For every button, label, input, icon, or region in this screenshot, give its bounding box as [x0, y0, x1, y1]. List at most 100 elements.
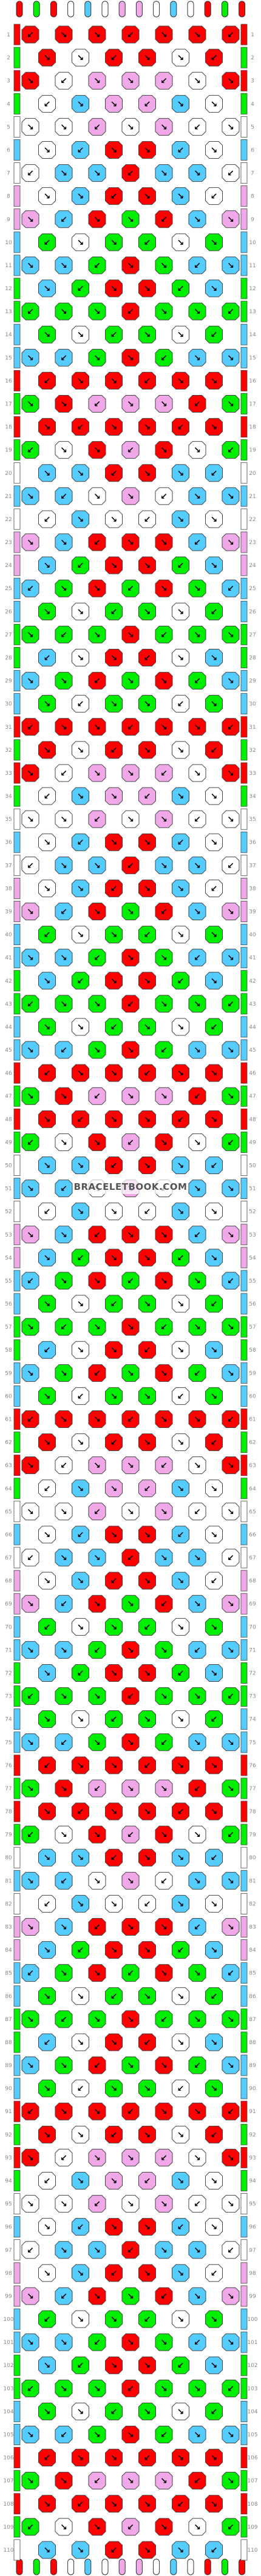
knot	[88, 2241, 106, 2259]
row-number-right: 19	[249, 448, 256, 454]
knot	[21, 810, 39, 828]
knot-arrow-icon: ↘	[93, 1830, 101, 1840]
knot	[121, 764, 140, 782]
knot	[105, 48, 123, 67]
knot	[105, 1618, 123, 1636]
knot	[205, 1664, 223, 1682]
knot-arrow-icon: ↘	[144, 1253, 151, 1263]
knot	[38, 1341, 56, 1359]
knot-arrow-icon: ↘	[211, 1761, 218, 1771]
knot	[88, 1041, 106, 1059]
knot-arrow-icon: ↘	[93, 1046, 101, 1055]
knot-arrow-icon: ↘	[144, 284, 151, 294]
knot-arrow-icon: ↙	[160, 2153, 168, 2163]
knot	[38, 649, 56, 666]
knot-arrow-icon: ↙	[211, 746, 218, 755]
knot	[188, 672, 206, 690]
knot	[155, 2379, 173, 2397]
knot	[172, 141, 189, 159]
knot-arrow-icon: ↘	[194, 353, 201, 363]
row-number-right: 77	[249, 1786, 256, 1792]
knot	[138, 2264, 156, 2282]
knot-arrow-icon: ↙	[211, 884, 218, 894]
knot	[88, 1456, 106, 1475]
knot-arrow-icon: ↙	[110, 192, 118, 202]
knot	[138, 2218, 156, 2236]
knot	[188, 71, 206, 90]
knot	[21, 995, 39, 1013]
knot-arrow-icon: ↙	[60, 1323, 67, 1332]
knot-arrow-icon: ↙	[127, 1969, 134, 1979]
row-number-right: 74	[249, 1717, 256, 1723]
knot	[38, 2449, 56, 2467]
knot	[121, 1502, 140, 1521]
knot	[172, 1618, 189, 1636]
edge-strand-right	[240, 462, 248, 484]
knot	[155, 2472, 173, 2490]
knot-arrow-icon: ↘	[160, 1645, 168, 1655]
knot	[105, 787, 123, 805]
knot-arrow-icon: ↘	[227, 1369, 234, 1378]
knot-arrow-icon: ↘	[144, 1438, 151, 1448]
knot-arrow-icon: ↙	[110, 2269, 118, 2279]
knot	[38, 695, 56, 713]
knot	[88, 210, 106, 228]
row-number-left: 42	[5, 978, 12, 984]
knot	[172, 2079, 189, 2097]
knot-arrow-icon: ↘	[160, 1230, 168, 1240]
knot	[21, 579, 39, 597]
row-number-right: 15	[249, 355, 256, 361]
knot	[38, 1525, 56, 1544]
edge-strand-right	[240, 2170, 248, 2191]
edge-strand-left	[13, 924, 21, 946]
edge-strand-right	[240, 970, 248, 992]
knot	[121, 1318, 140, 1336]
edge-strand-left	[13, 2054, 21, 2076]
knot	[105, 418, 123, 436]
knot	[21, 1733, 39, 1751]
knot-arrow-icon: ↘	[60, 1000, 67, 1009]
knot	[121, 25, 140, 44]
row-number-left: 23	[5, 540, 12, 546]
edge-strand-right	[240, 1824, 248, 1845]
knot	[138, 1618, 156, 1636]
knot	[188, 256, 206, 274]
knot	[55, 1180, 73, 1198]
knot-arrow-icon: ↘	[144, 977, 151, 986]
edge-strand-right	[240, 416, 248, 438]
edge-strand-right	[240, 2331, 248, 2353]
edge-strand-left	[13, 1801, 21, 1822]
knot-arrow-icon: ↘	[77, 1622, 84, 1632]
knot-arrow-icon: ↘	[60, 538, 67, 548]
knot-arrow-icon: ↙	[27, 1415, 34, 1425]
knot	[188, 764, 206, 782]
row-number-right: 3	[251, 78, 254, 84]
knot-arrow-icon: ↙	[110, 607, 118, 617]
knot-arrow-icon: ↙	[60, 2015, 67, 2025]
knot-arrow-icon: ↙	[227, 1553, 234, 1563]
edge-strand-right	[240, 2470, 248, 2492]
knot-arrow-icon: ↙	[194, 1230, 201, 1240]
row-number-right: 67	[249, 1555, 256, 1561]
knot-arrow-icon: ↘	[60, 122, 67, 132]
edge-strand-left	[13, 877, 21, 899]
edge-strand-right	[240, 1754, 248, 1776]
row-number-left: 1	[7, 32, 10, 38]
row-number-right: 8	[251, 194, 254, 200]
row-number-right: 40	[249, 932, 256, 938]
knot-arrow-icon: ↘	[110, 2361, 118, 2371]
knot	[38, 2495, 56, 2513]
knot	[138, 1249, 156, 1267]
knot-arrow-icon: ↙	[27, 2246, 34, 2256]
row-number-right: 2	[251, 55, 254, 61]
knot-arrow-icon: ↙	[93, 1369, 101, 1378]
row-number-left: 26	[5, 609, 12, 615]
knot-arrow-icon: ↘	[211, 1069, 218, 1078]
knot-arrow-icon: ↘	[44, 146, 51, 156]
knot	[72, 602, 89, 620]
knot	[205, 926, 223, 944]
knot	[72, 1295, 89, 1313]
knot	[21, 1549, 39, 1567]
knot-arrow-icon: ↘	[177, 2546, 185, 2555]
